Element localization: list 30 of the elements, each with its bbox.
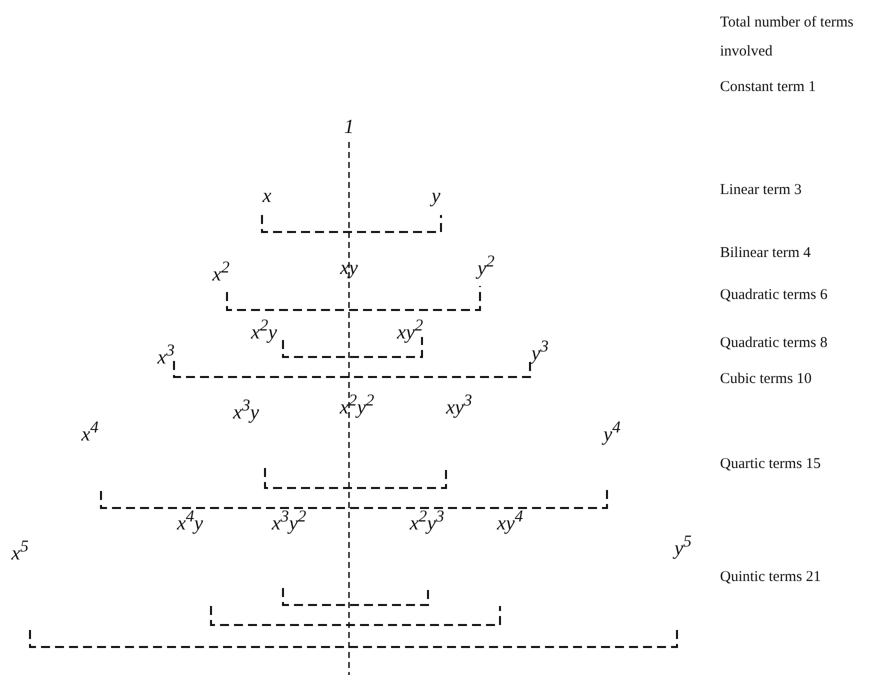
polynomial-term: x$^{2}$y$^{3}$ xyxy=(410,508,444,534)
polynomial-term: y$^{2}$ xyxy=(477,252,495,280)
polynomial-term: xy xyxy=(340,257,358,279)
polynomial-term: 1 xyxy=(344,116,354,138)
polynomial-term: xy$^{2}$ xyxy=(396,316,424,344)
polynomial-term: y$^{3}$ xyxy=(531,338,549,364)
term-count-label: Quadratic terms 6 xyxy=(720,286,828,304)
term-count-label: Quadratic terms 8 xyxy=(720,334,828,352)
polynomial-term: x$^{3}$ xyxy=(157,342,175,368)
polynomial-term: x$^{3}$y xyxy=(232,396,260,424)
polynomial-term: x$^{2}$ xyxy=(212,258,230,286)
term-count-label: Quartic terms 15 xyxy=(720,456,821,472)
polynomial-term: x$^{2}$y$^{2}$ xyxy=(340,392,374,418)
polynomial-term: x$^{4}$ xyxy=(81,418,99,446)
polynomial-term: x$^{2}$y xyxy=(250,316,278,344)
polynomial-term: y$^{4}$ xyxy=(603,418,621,446)
polynomial-term: xy$^{4}$ xyxy=(496,508,524,534)
polynomial-term: y$^{5}$ xyxy=(674,532,692,560)
term-count-label: Constant term 1 xyxy=(720,78,816,96)
term-count-label: Quintic terms 21 xyxy=(720,568,821,586)
polynomial-term: x$^{4}$y xyxy=(176,508,204,534)
term-count-label: Linear term 3 xyxy=(720,182,802,198)
polynomial-term: y xyxy=(432,185,440,207)
term-count-label: Bilinear term 4 xyxy=(720,244,811,262)
term-count-label: Cubic terms 10 xyxy=(720,370,812,388)
polynomial-term: x xyxy=(262,185,272,207)
polynomial-term: x$^{3}$y$^{2}$ xyxy=(272,508,306,534)
term-count-label: Total number of terms involved xyxy=(720,14,854,61)
polynomial-term: x$^{5}$ xyxy=(11,538,29,564)
polynomial-term: xy$^{3}$ xyxy=(446,392,472,418)
